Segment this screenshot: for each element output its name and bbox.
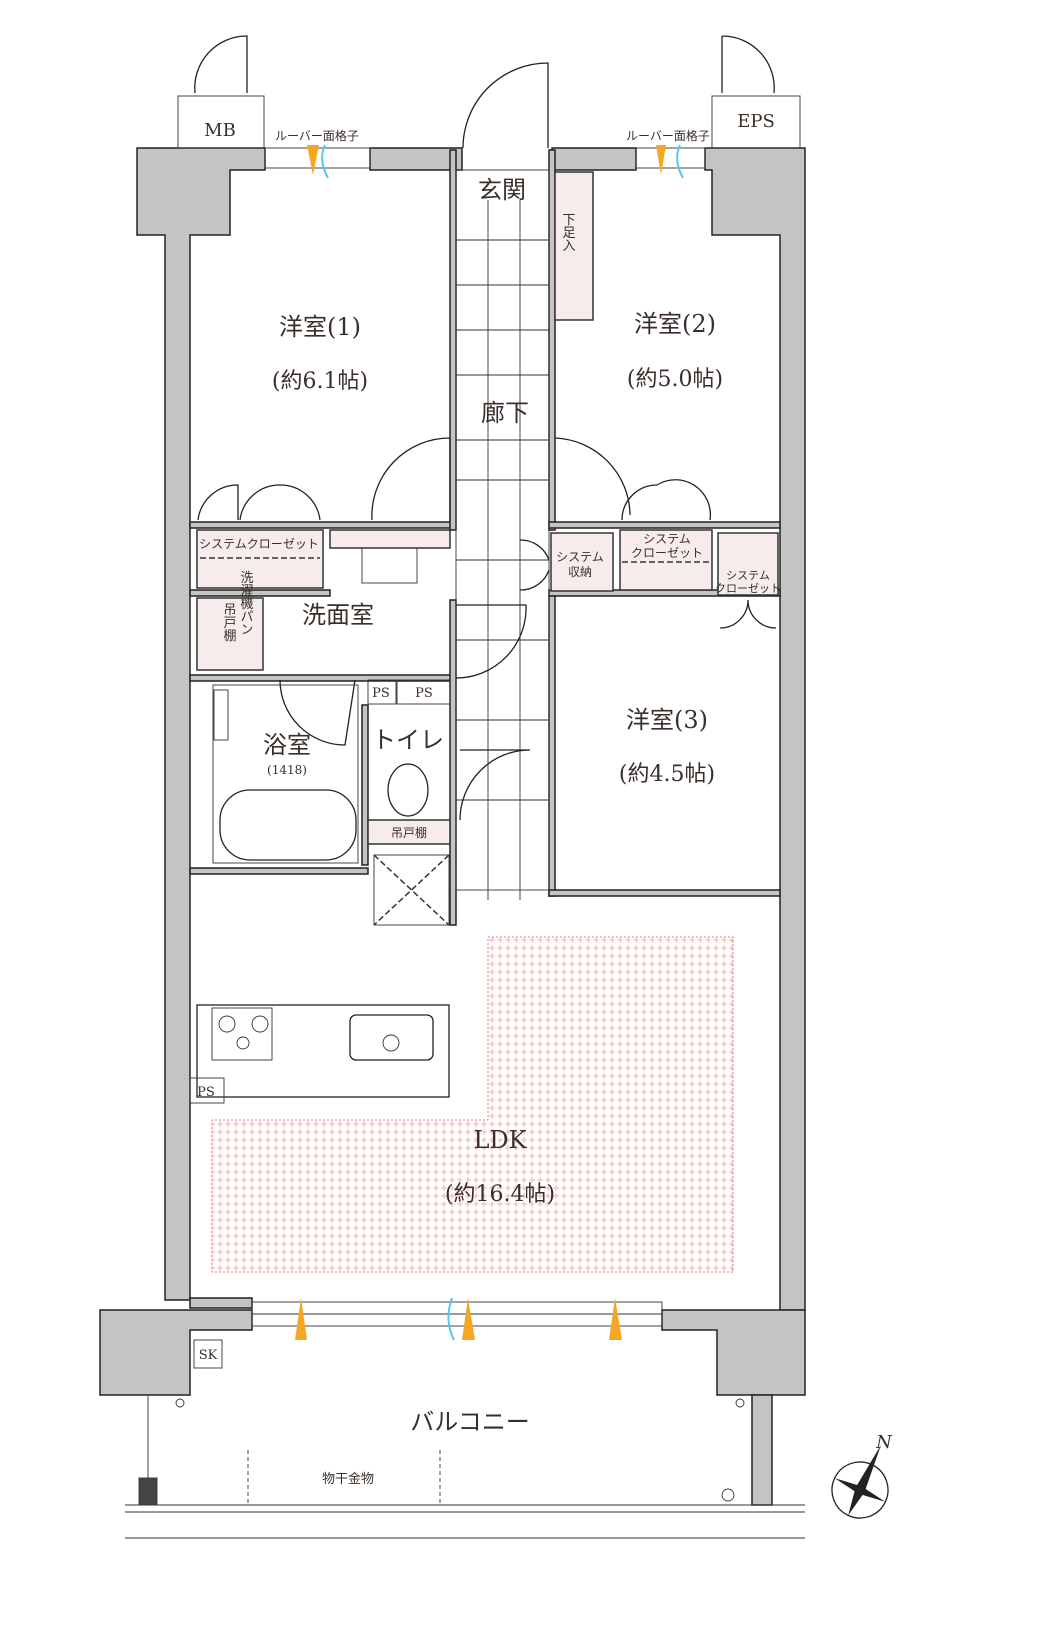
room-western3-size: (約4.5帖) — [619, 762, 715, 787]
louver-left-label: ルーバー面格子 — [275, 128, 359, 143]
room-washroom: 洗面室 — [302, 601, 374, 629]
eps-label: EPS — [737, 111, 775, 132]
room-ldk-name: LDK — [473, 1126, 527, 1154]
room-western2-size: (約5.0帖) — [627, 367, 723, 392]
hallway-tiles — [456, 200, 549, 900]
closet-1 — [196, 529, 324, 589]
mb-box — [177, 95, 265, 149]
toilet-shelf-label: 吊戸棚 — [391, 825, 427, 840]
storage-label-1: システム — [556, 550, 604, 564]
room-entrance: 玄関 — [478, 176, 526, 204]
room-hallway: 廊下 — [481, 399, 529, 427]
room-balcony: バルコニー — [410, 1408, 530, 1436]
interior-walls — [189, 149, 781, 926]
mb-label: MB — [204, 120, 236, 141]
closet-3 — [717, 532, 779, 596]
air-flow-icons — [295, 144, 684, 1341]
room-toilet: トイレ — [372, 726, 444, 754]
washer-pan-label: 洗濯機パン — [238, 571, 254, 636]
closet2-label-1: システム — [643, 532, 691, 546]
room-bathroom-name: 浴室 — [263, 731, 311, 759]
shoe-closet — [554, 171, 594, 321]
wash-shelf-label: 吊戸棚 — [221, 603, 237, 642]
eps-box — [711, 95, 801, 149]
windows — [251, 147, 706, 1327]
toilet-bowl — [387, 763, 429, 817]
storage-label-2: 収納 — [568, 565, 592, 579]
bathtub — [212, 684, 359, 864]
clothes-hanger-label: 物干金物 — [322, 1471, 374, 1487]
north-label: N — [875, 1432, 893, 1453]
closet3-label-2: クローゼット — [715, 582, 781, 595]
washer-pan — [196, 597, 264, 671]
floor-heating-area — [211, 936, 734, 1273]
sk-label: SK — [199, 1348, 218, 1363]
doors — [194, 35, 777, 821]
kitchen-counter — [189, 1004, 450, 1104]
closet2-label-2: クローゼット — [631, 546, 703, 560]
shoe-storage-label: 下足入 — [560, 213, 576, 252]
room-ldk-size: (約16.4帖) — [445, 1182, 555, 1207]
louver-right-label: ルーバー面格子 — [626, 128, 710, 143]
exterior-walls — [99, 147, 806, 1506]
closet1-label: システムクローゼット — [199, 537, 319, 551]
closet3-label-1: システム — [726, 569, 770, 582]
room-western3-name: 洋室(3) — [626, 706, 708, 734]
room-bathroom-size: (1418) — [267, 763, 307, 777]
balcony-rail — [125, 1339, 805, 1539]
room-western2-name: 洋室(2) — [634, 310, 716, 338]
toilet-shelf — [367, 819, 451, 845]
closet-2 — [619, 529, 713, 591]
north-compass-icon — [831, 1444, 889, 1519]
ps3-label: PS — [197, 1085, 215, 1100]
ps1-label: PS — [372, 686, 390, 701]
storage-closet — [550, 532, 614, 592]
room-western1-size: (約6.1帖) — [272, 369, 368, 394]
ps2-label: PS — [415, 686, 433, 701]
room-western1-name: 洋室(1) — [279, 313, 361, 341]
